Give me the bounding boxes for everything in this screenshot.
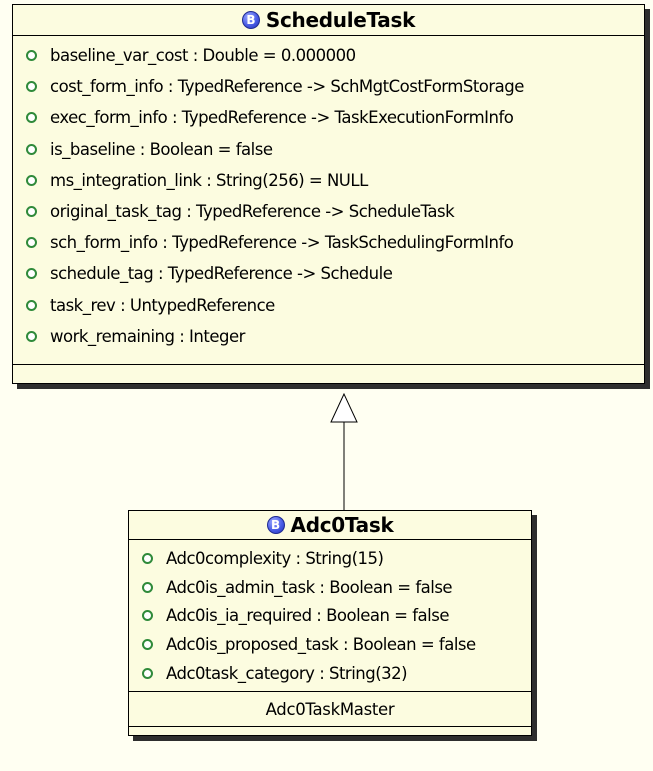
attribute-text: Adc0is_admin_task : Boolean = false: [166, 577, 453, 597]
class-name: ScheduleTask: [265, 8, 416, 32]
attribute-row[interactable]: schedule_tag : TypedReference -> Schedul…: [13, 258, 644, 289]
attribute-row[interactable]: Adc0complexity : String(15): [129, 544, 531, 573]
public-attribute-icon: [26, 299, 37, 311]
public-attribute-icon: [26, 174, 37, 186]
class-box-scheduletask[interactable]: B ScheduleTask baseline_var_cost : Doubl…: [12, 4, 645, 384]
attribute-row[interactable]: sch_form_info : TypedReference -> TaskSc…: [13, 227, 644, 258]
attribute-row[interactable]: Adc0task_category : String(32): [129, 659, 531, 688]
class-stereotype-icon: B: [241, 11, 260, 29]
attribute-row[interactable]: Adc0is_proposed_task : Boolean = false: [129, 630, 531, 659]
attribute-text: exec_form_info : TypedReference -> TaskE…: [50, 108, 514, 128]
attributes-compartment: Adc0complexity : String(15) Adc0is_admin…: [129, 540, 531, 692]
attribute-row[interactable]: original_task_tag : TypedReference -> Sc…: [13, 196, 644, 227]
attribute-text: Adc0is_proposed_task : Boolean = false: [166, 635, 476, 655]
attributes-compartment: baseline_var_cost : Double = 0.000000 co…: [13, 36, 644, 365]
attribute-row[interactable]: task_rev : UntypedReference: [13, 290, 644, 321]
attribute-text: Adc0is_ia_required : Boolean = false: [166, 606, 449, 626]
attribute-text: sch_form_info : TypedReference -> TaskSc…: [50, 233, 514, 253]
public-attribute-icon: [26, 143, 37, 155]
attribute-text: baseline_var_cost : Double = 0.000000: [50, 46, 356, 66]
class-stereotype-icon: B: [266, 516, 285, 534]
attribute-row[interactable]: exec_form_info : TypedReference -> TaskE…: [13, 102, 644, 133]
attribute-row[interactable]: ms_integration_link : String(256) = NULL: [13, 165, 644, 196]
public-attribute-icon: [26, 81, 37, 93]
operation-text[interactable]: Adc0TaskMaster: [265, 699, 395, 719]
class-name: Adc0Task: [290, 513, 394, 537]
attribute-row[interactable]: work_remaining : Integer: [13, 321, 644, 352]
class-header: B Adc0Task: [129, 511, 531, 540]
public-attribute-icon: [26, 206, 37, 218]
public-attribute-icon: [26, 268, 37, 280]
public-attribute-icon: [142, 552, 153, 564]
attribute-text: cost_form_info : TypedReference -> SchMg…: [50, 77, 524, 97]
attribute-text: Adc0complexity : String(15): [166, 548, 384, 568]
attribute-row[interactable]: Adc0is_admin_task : Boolean = false: [129, 573, 531, 602]
public-attribute-icon: [142, 610, 153, 622]
attribute-row[interactable]: cost_form_info : TypedReference -> SchMg…: [13, 71, 644, 102]
public-attribute-icon: [142, 581, 153, 593]
attribute-row[interactable]: baseline_var_cost : Double = 0.000000: [13, 40, 644, 71]
generalization-arrowhead: [330, 392, 358, 423]
public-attribute-icon: [26, 237, 37, 249]
operations-compartment: Adc0TaskMaster: [129, 692, 531, 727]
attribute-text: task_rev : UntypedReference: [50, 295, 275, 315]
attribute-row[interactable]: is_baseline : Boolean = false: [13, 134, 644, 165]
attribute-text: Adc0task_category : String(32): [166, 664, 408, 684]
class-box-adc0task[interactable]: B Adc0Task Adc0complexity : String(15) A…: [128, 510, 532, 736]
attribute-text: original_task_tag : TypedReference -> Sc…: [50, 202, 455, 222]
attribute-text: work_remaining : Integer: [50, 326, 245, 346]
public-attribute-icon: [142, 668, 153, 680]
public-attribute-icon: [26, 330, 37, 342]
public-attribute-icon: [26, 50, 37, 62]
public-attribute-icon: [26, 112, 37, 124]
attribute-row[interactable]: Adc0is_ia_required : Boolean = false: [129, 602, 531, 631]
attribute-text: ms_integration_link : String(256) = NULL: [50, 170, 368, 190]
attribute-text: is_baseline : Boolean = false: [50, 139, 273, 159]
attribute-text: schedule_tag : TypedReference -> Schedul…: [50, 264, 393, 284]
class-header: B ScheduleTask: [13, 5, 644, 36]
public-attribute-icon: [142, 639, 153, 651]
